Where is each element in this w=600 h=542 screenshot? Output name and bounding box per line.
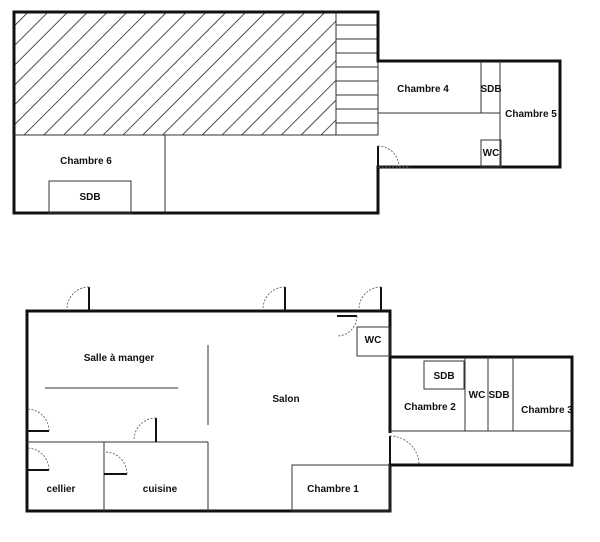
door-upper-corridor (377, 145, 410, 168)
room-label-salon: Salon (272, 394, 299, 405)
wc-room-lower (356, 326, 391, 357)
door-top-middle (262, 286, 286, 311)
room-label-chambre-2: Chambre 2 (404, 402, 456, 413)
hatched-void-area (14, 12, 336, 135)
door-cellier (26, 447, 50, 471)
room-label-chambre-6: Chambre 6 (60, 156, 112, 167)
door-top-left (66, 286, 90, 311)
room-label-sdb-lower-2: SDB (488, 390, 509, 401)
lower-floor: Salle à manger Salon WC SDB Chambre 2 WC… (25, 286, 574, 513)
door-kitchen-top (133, 417, 157, 442)
upper-outer-wall (12, 10, 562, 215)
room-label-sdb-upper-left: SDB (79, 192, 100, 203)
room-label-sdb-lower: SDB (433, 371, 454, 382)
door-wc-lower (336, 315, 358, 337)
door-left-upper (26, 408, 50, 432)
staircase (335, 11, 379, 136)
room-label-chambre-3: Chambre 3 (521, 405, 573, 416)
chambre-1-room (291, 464, 391, 512)
door-top-right (358, 286, 382, 311)
room-label-sdb-upper-right: SDB (480, 84, 501, 95)
room-label-wc-lower: WC (365, 335, 382, 346)
room-label-salle-a-manger: Salle à manger (84, 353, 155, 364)
door-east-wing (389, 435, 420, 466)
room-label-wc-lower-2: WC (469, 390, 486, 401)
door-kitchen-left (103, 451, 128, 475)
room-label-chambre-4: Chambre 4 (397, 84, 449, 95)
room-label-cellier: cellier (47, 484, 76, 495)
room-label-cuisine: cuisine (143, 484, 178, 495)
room-label-chambre-5: Chambre 5 (505, 109, 557, 120)
room-label-chambre-1: Chambre 1 (307, 484, 359, 495)
sdb-room-lower (423, 360, 465, 390)
room-label-wc-upper: WC (483, 148, 500, 159)
lower-outer-wall (25, 309, 574, 513)
sdb-room-upper (48, 180, 132, 214)
upper-floor: Chambre 6 SDB Chambre 4 SDB Chambre 5 WC (12, 10, 562, 215)
